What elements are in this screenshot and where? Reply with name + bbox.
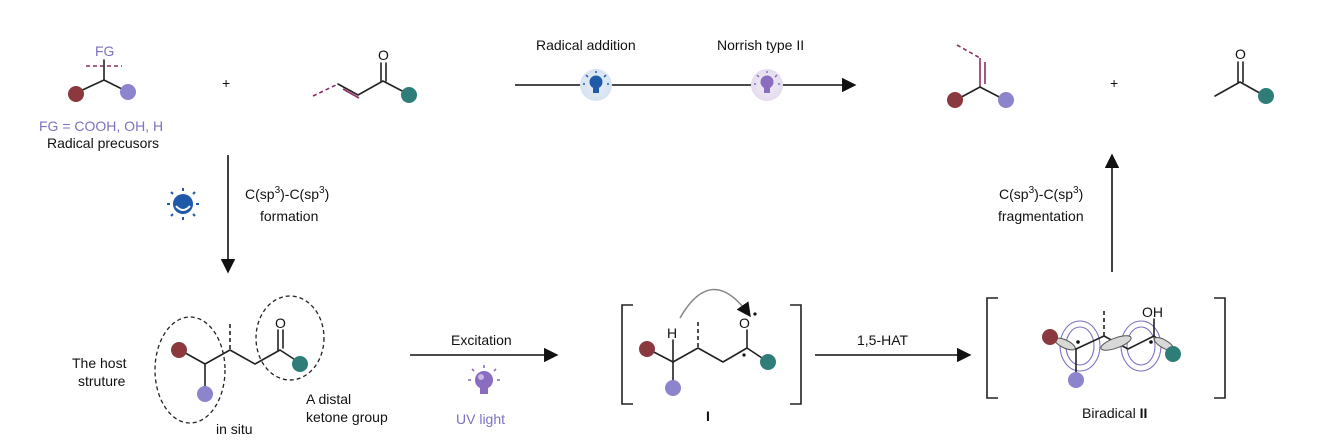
teal-sphere <box>760 354 776 370</box>
uv-light-label: UV light <box>456 411 505 427</box>
host-label-line2: struture <box>78 373 126 389</box>
biradical-label: Biradical II <box>1082 405 1147 421</box>
ketone-bonds <box>1214 81 1266 97</box>
distal-label-line2: ketone group <box>306 409 388 425</box>
precursor-bonds <box>75 79 129 94</box>
oxygen-radical-dot <box>753 312 757 316</box>
precursor-label: Radical precusors <box>47 135 159 151</box>
enone-dash-bond <box>312 83 339 97</box>
lavender-sphere <box>998 92 1014 108</box>
plus-sign-2: + <box>1110 75 1118 91</box>
plus-sign-1: + <box>222 75 230 91</box>
lavender-sphere <box>1068 372 1084 388</box>
maroon-sphere <box>171 342 187 358</box>
lavender-sphere <box>665 380 681 396</box>
step-norrish-type-ii: Norrish type II <box>717 37 804 53</box>
hat-curved-arrow <box>679 288 751 319</box>
right-step-line1: C(sp3)-C(sp3) <box>999 185 1083 202</box>
host-oxygen: O <box>275 315 286 331</box>
right-bracket-int <box>790 304 802 405</box>
host-label-line1: The host <box>72 355 127 371</box>
intermediate-structure: H O <box>639 288 776 396</box>
orbital-center-lobe <box>1100 335 1132 351</box>
step-radical-addition: Radical addition <box>536 37 636 53</box>
left-step-line1: C(sp3)-C(sp3) <box>245 185 329 202</box>
fg-definition: FG = COOH, OH, H <box>39 118 163 134</box>
biradical-structure: OH <box>1042 304 1181 388</box>
teal-sphere <box>1258 88 1274 104</box>
int-chain <box>647 347 769 363</box>
teal-sphere <box>1165 346 1181 362</box>
hydrogen-label: H <box>667 325 677 341</box>
left-bracket-bir <box>986 297 998 399</box>
enone-oxygen: O <box>378 47 389 63</box>
host-chain <box>179 349 301 365</box>
carbon-radical-dot-2 <box>1149 340 1153 344</box>
maroon-sphere <box>639 341 655 357</box>
enone-structure: O <box>312 47 417 103</box>
right-step-line2: fragmentation <box>998 208 1084 224</box>
ketone-product-structure: O <box>1214 46 1274 104</box>
distal-label-line1: A distal <box>306 391 351 407</box>
lavender-sphere <box>120 84 136 100</box>
alkene-product-structure <box>947 44 1014 108</box>
left-bracket-int <box>621 304 633 405</box>
hydroxyl-label: OH <box>1142 304 1163 320</box>
host-structure: O <box>154 295 325 424</box>
enone-chain <box>337 80 409 96</box>
carbon-radical-dot <box>742 353 746 357</box>
maroon-sphere <box>947 92 963 108</box>
blue-light-bulb-icon <box>580 69 612 101</box>
alkene-dash-bond <box>956 44 981 59</box>
lavender-sphere <box>197 386 213 402</box>
excitation-label: Excitation <box>451 332 512 348</box>
maroon-sphere <box>68 86 84 102</box>
right-bracket-bir <box>1214 297 1226 399</box>
uv-light-bulb-icon <box>751 69 783 101</box>
uv-light-bulb-icon <box>468 365 500 394</box>
carbon-radical-dot-1 <box>1076 340 1080 344</box>
fg-label: FG <box>95 43 114 59</box>
ketone-circle <box>255 295 325 381</box>
ketone-oxygen: O <box>1235 46 1246 62</box>
in-situ-label: in situ <box>216 421 253 437</box>
host-circle <box>154 316 226 424</box>
enone-double-bond <box>342 88 360 99</box>
radical-precursor-structure: FG <box>68 43 136 102</box>
teal-sphere <box>401 87 417 103</box>
alkene-bonds <box>955 86 1006 101</box>
intermediate-label: I <box>706 408 710 424</box>
int-oxygen: O <box>739 315 750 331</box>
maroon-sphere <box>1042 329 1058 345</box>
hat-label: 1,5-HAT <box>857 332 909 348</box>
sun-led-icon <box>167 188 199 220</box>
teal-sphere <box>292 356 308 372</box>
left-step-line2: formation <box>260 208 318 224</box>
